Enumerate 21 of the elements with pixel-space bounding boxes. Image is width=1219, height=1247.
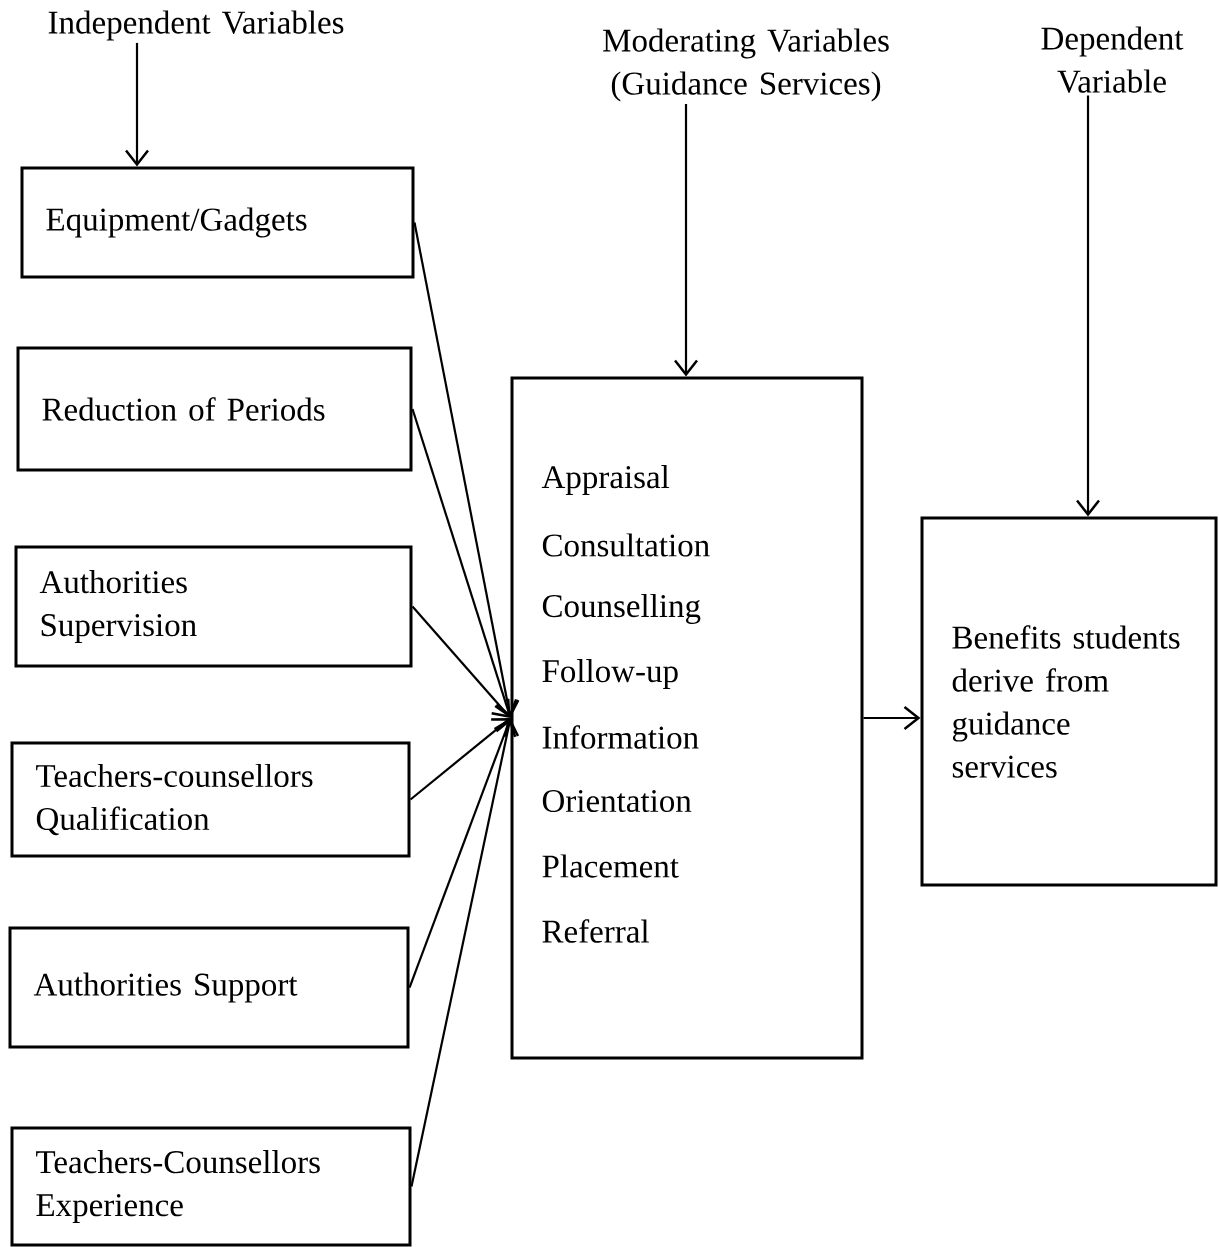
heading-label: Dependent Variable [1041,26,1184,93]
arrow [411,408,518,718]
heading-label: Independent Variables [48,10,344,41]
variable-box: Benefits students derive from guidance services [920,516,1218,887]
services-box: Appraisal Consultation Counselling Follow-up Information Orientation Placement Referral [510,376,864,1060]
variable-box: Teachers-counsellors Qualification [10,741,411,858]
arrow [1076,95,1100,517]
variable-box: Reduction of Periods [16,346,413,472]
arrow [410,718,520,1187]
arrow [411,605,511,718]
arrow [409,718,511,801]
variable-box: Authorities Supervision [14,545,413,668]
arrow [863,706,921,730]
variable-box: Authorities Support [8,926,410,1049]
arrow [408,718,517,988]
arrow [674,103,698,377]
arrow [413,222,520,718]
arrow [125,42,149,167]
variable-box: Equipment/Gadgets [20,166,415,279]
heading-label: Moderating Variables (Guidance Services) [603,28,889,102]
variable-box: Teachers-Counsellors Experience [10,1126,412,1247]
